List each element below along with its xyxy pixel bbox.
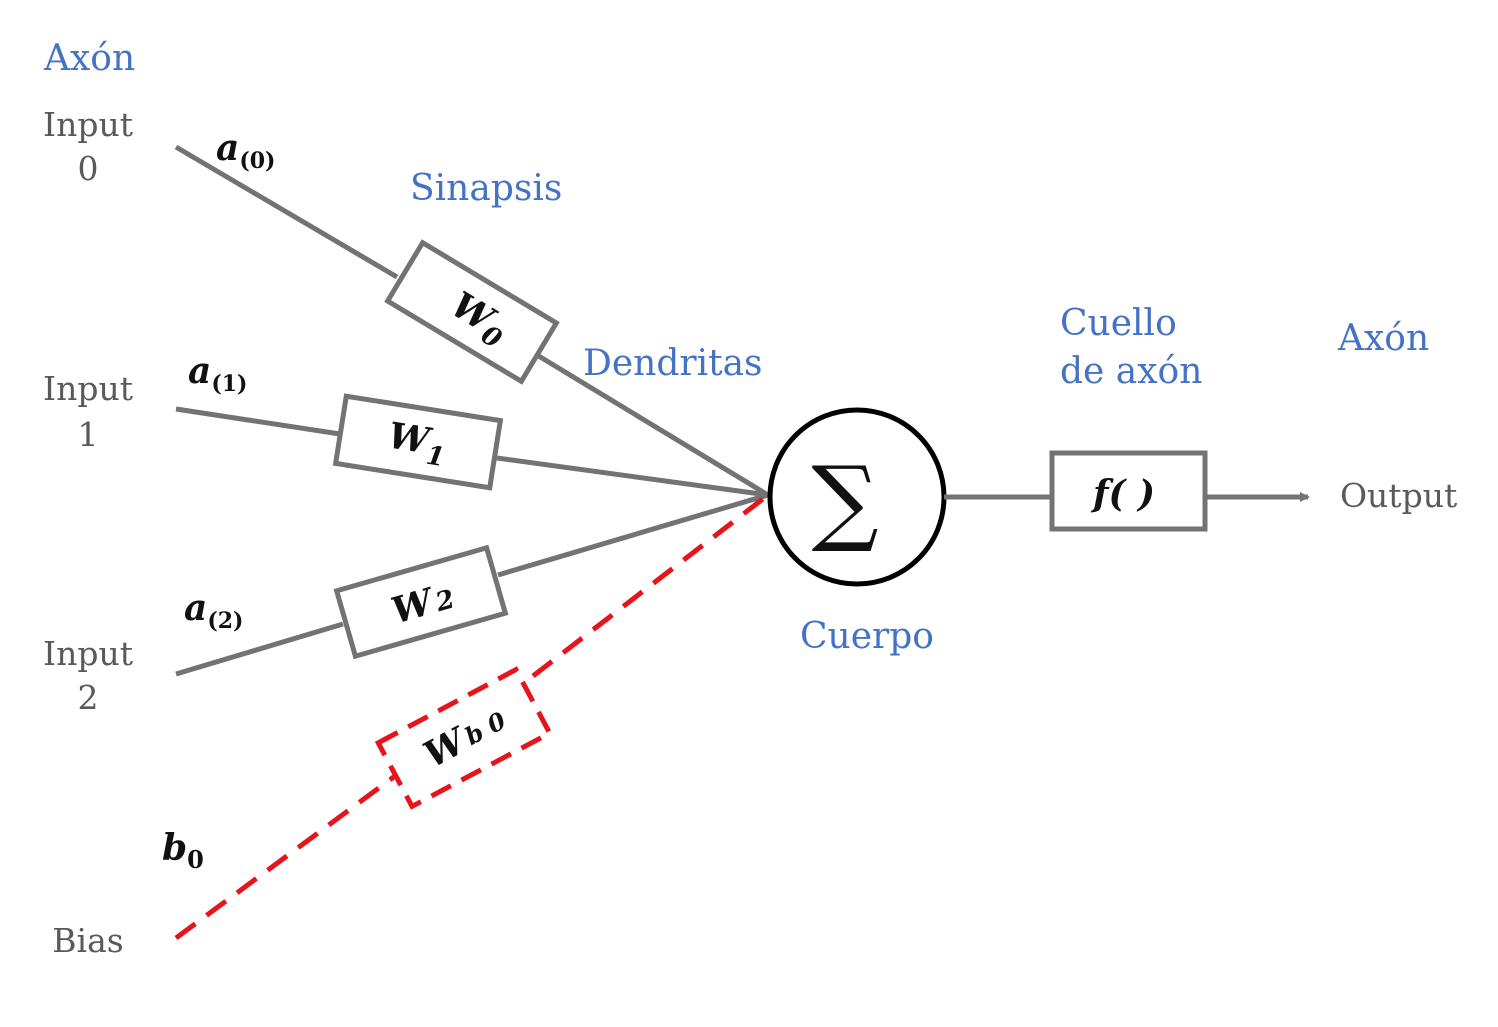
bias-symbol-b0: b0 — [162, 827, 204, 874]
weight-box-w2: W2 — [333, 544, 509, 660]
bias-label: Bias — [52, 921, 123, 960]
input-2-label: Input — [43, 634, 133, 673]
bias-wire-out — [531, 493, 770, 678]
weight-w1-symbol: W1 — [384, 415, 450, 474]
input-1-label: Input — [43, 369, 133, 408]
weight-box-w1: W1 — [332, 393, 504, 491]
dendritas-label: Dendritas — [583, 343, 763, 384]
cuello-label-line2: de axón — [1060, 351, 1202, 392]
axon-left-label: Axón — [43, 38, 135, 79]
input-2-wire-in — [175, 621, 344, 677]
input-0-index: 0 — [78, 149, 99, 188]
input-0-wire-in — [174, 144, 399, 280]
activation-a0: a(0) — [216, 127, 275, 174]
activation-function-box — [1049, 450, 1208, 532]
activation-a1: a(1) — [188, 350, 247, 397]
input-0-label: Input — [43, 105, 133, 144]
input-0-wire-out — [535, 352, 770, 498]
input-1-wire-in — [175, 406, 341, 437]
weight-box-wb0: Wb 0 — [374, 666, 554, 810]
weight-box-w0: W0 — [384, 239, 560, 385]
activation-function-symbol: f( ) — [1090, 473, 1155, 515]
cuerpo-label: Cuerpo — [800, 616, 934, 657]
sinapsis-label: Sinapsis — [410, 168, 562, 209]
output-label: Output — [1340, 476, 1457, 515]
input-1-wire-out — [496, 455, 769, 498]
sigma-symbol: ∑ — [811, 447, 878, 556]
activation-a2: a(2) — [184, 587, 243, 634]
input-2-index: 2 — [78, 678, 99, 717]
bias-wire-in — [174, 773, 397, 941]
cuello-label-line1: Cuello — [1060, 303, 1177, 344]
axon-right-label: Axón — [1337, 318, 1429, 359]
input-2-wire-out — [497, 492, 769, 578]
input-1-index: 1 — [78, 415, 99, 454]
